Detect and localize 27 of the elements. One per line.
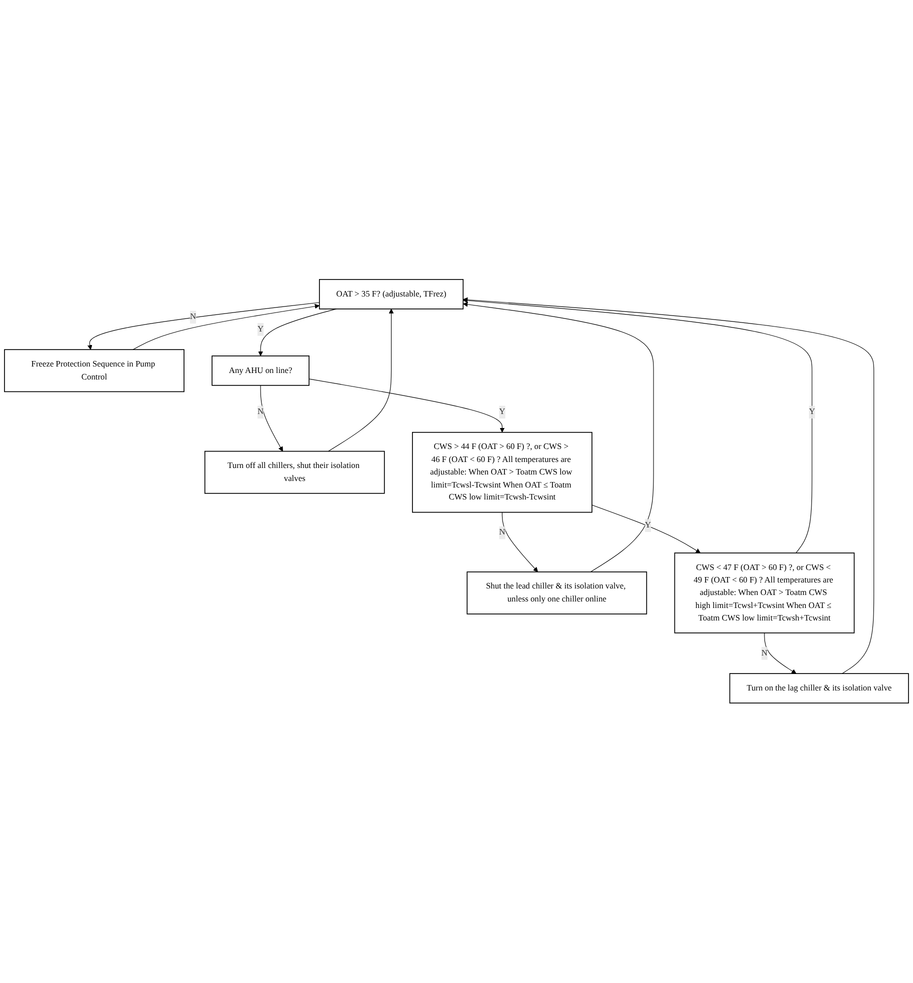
- node-box: OAT > 35 F? (adjustable, TFrez): [319, 279, 464, 310]
- node-box: Turn on the lag chiller & its isolation valve: [729, 673, 909, 704]
- arrow: [502, 512, 538, 572]
- node-box: CWS > 44 F (OAT > 60 F) ?, or CWS > 46 F (OAT < 60 F) ? All temperatures are adjustable: When OAT > Toatm CWS low limit=Tcwsl-Tcwsint When OAT ≤ Toatm CWS low limit=Tcwsh-Tcwsint: [412, 432, 592, 513]
- node-box: Freeze Protection Sequence in Pump Control: [4, 349, 184, 392]
- edge-label: Y: [499, 408, 506, 417]
- arrow: [462, 302, 654, 572]
- node-box: Turn off all chillers, shut their isolation valves: [204, 451, 385, 494]
- arrow: [592, 504, 701, 554]
- edge-label: Y: [258, 324, 264, 334]
- arrow: [462, 298, 874, 674]
- edge-label: N: [258, 408, 264, 417]
- edge-label: N: [190, 312, 196, 322]
- edge-label: Y: [808, 408, 816, 417]
- edge-label: Y: [644, 521, 651, 530]
- arrow: [87, 302, 320, 350]
- arrow: [308, 378, 505, 433]
- edge-label: N: [499, 528, 506, 538]
- arrow: [462, 298, 812, 554]
- edge-label: N: [761, 648, 768, 658]
- node-box: Shut the lead chiller & its isolation valve, unless only one chiller online: [466, 572, 648, 615]
- arrow: [260, 385, 283, 452]
- node-box: Any AHU on line?: [212, 356, 310, 386]
- arrow: [328, 308, 394, 452]
- node-box: CWS < 47 F (OAT > 60 F) ?, or CWS < 49 F (OAT < 60 F) ? All temperatures are adjustable: When OAT > Toatm CWS high limit=Tcwsl+Tcwsint When OAT ≤ Toatm CWS low limit=Tcwsh+Tcwsint: [674, 552, 855, 634]
- arrow: [132, 304, 320, 350]
- arrow: [764, 632, 796, 674]
